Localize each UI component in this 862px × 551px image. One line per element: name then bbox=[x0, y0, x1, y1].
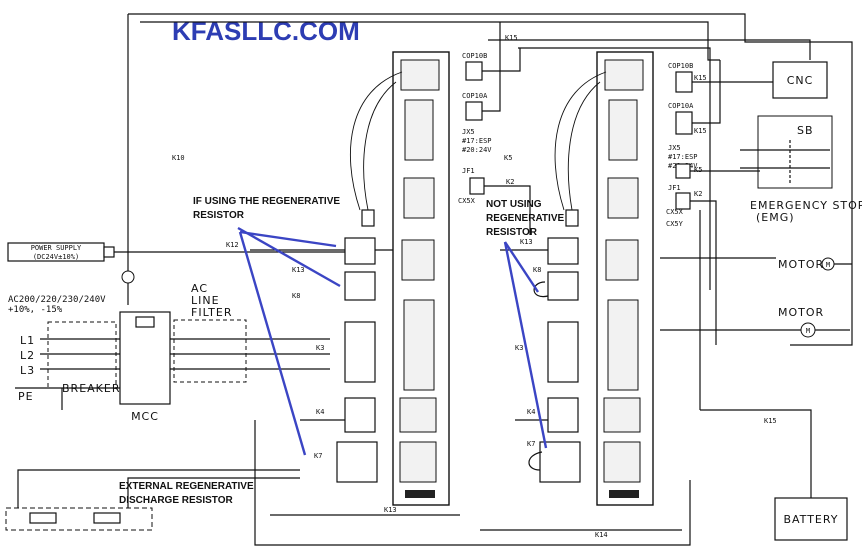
ac-input: AC200/220/230/240V +10%, -15% L1 L2 L3 P… bbox=[8, 270, 330, 410]
left-jx5: JX5 bbox=[462, 128, 475, 136]
cable-k8-right: K8 bbox=[533, 266, 541, 274]
cable-k15-battery: K15 bbox=[764, 417, 777, 425]
phase-label-l1: L1 bbox=[20, 334, 35, 347]
connectors-left: COP10B COP10A JX5 #17:ESP #20:24V JF1 CX… bbox=[458, 22, 531, 235]
frame-wires bbox=[127, 13, 853, 346]
power-supply-label: POWER SUPPLY bbox=[31, 244, 82, 252]
cable-k14: K14 bbox=[595, 531, 608, 539]
cable-k2-a: K2 bbox=[506, 178, 514, 186]
mcc: MCC bbox=[119, 311, 171, 423]
cable-k3-right: K3 bbox=[515, 344, 523, 352]
right-cx5y: CX5Y bbox=[666, 220, 684, 228]
right-plugs bbox=[528, 71, 607, 483]
right-esp: #17:ESP bbox=[668, 153, 698, 161]
cable-k8-left: K8 bbox=[292, 292, 300, 300]
battery-label: BATTERY bbox=[783, 513, 838, 526]
sb-label: SB bbox=[797, 124, 814, 137]
left-cop10b: COP10B bbox=[462, 52, 487, 60]
cable-k4-left: K4 bbox=[316, 408, 324, 416]
regen-not-line3: RESISTOR bbox=[486, 227, 538, 238]
external-resistor bbox=[5, 469, 300, 531]
left-jf1: JF1 bbox=[462, 167, 475, 175]
power-supply-voltage: (DC24V±10%) bbox=[33, 253, 79, 261]
right-cop10b: COP10B bbox=[668, 62, 693, 70]
amplifier-right bbox=[596, 51, 654, 506]
filter-label-line: LINE bbox=[191, 294, 220, 307]
motor-1: MOTOR M bbox=[660, 257, 852, 271]
annotation-arrows bbox=[237, 226, 548, 456]
cable-k10: K10 bbox=[172, 154, 185, 162]
cable-k7-left: K7 bbox=[314, 452, 322, 460]
cable-k2-b: K2 bbox=[694, 190, 702, 198]
mcc-label: MCC bbox=[131, 410, 159, 423]
emergency-stop-code: (EMG) bbox=[756, 211, 795, 224]
cable-k15-b: K15 bbox=[694, 74, 707, 82]
brand-text: KFASLLC.COM bbox=[172, 16, 360, 46]
left-cop10a: COP10A bbox=[462, 92, 488, 100]
regen-not-line1: NOT USING bbox=[486, 199, 542, 210]
regen-if-line2: RESISTOR bbox=[193, 210, 245, 221]
cable-k13-bottom: K13 bbox=[384, 506, 397, 514]
cable-k5-a: K5 bbox=[504, 154, 512, 162]
motor-2-label: MOTOR bbox=[778, 306, 824, 319]
right-jx5: JX5 bbox=[668, 144, 681, 152]
bottom-cables bbox=[254, 249, 691, 546]
left-esp: #17:ESP bbox=[462, 137, 492, 145]
motor-2: MOTOR M bbox=[660, 306, 850, 338]
right-cop10a: COP10A bbox=[668, 102, 694, 110]
cnc: CNC bbox=[772, 61, 828, 99]
connectors-right: COP10B COP10A JX5 #17:ESP #20:24V JF1 CX… bbox=[666, 60, 775, 345]
emergency-stop: SB EMERGENCY STOP (EMG) bbox=[740, 115, 862, 224]
annotations: IF USING THE REGENERATIVE RESISTOR NOT U… bbox=[119, 196, 564, 506]
external-resistor-line1: EXTERNAL REGENERATIVE bbox=[119, 481, 254, 492]
external-resistor-line2: DISCHARGE RESISTOR bbox=[119, 495, 233, 506]
ac-line-filter: AC LINE FILTER bbox=[173, 282, 247, 383]
amplifier-left bbox=[392, 51, 450, 506]
emergency-stop-label: EMERGENCY STOP bbox=[750, 199, 862, 212]
cable-k13-right: K13 bbox=[520, 238, 533, 246]
cable-labels: K15 K15 K15 K5 K5 K2 K2 K10 K12 K13 K8 K… bbox=[172, 34, 777, 539]
cable-k15-a: K15 bbox=[505, 34, 518, 42]
left-plugs bbox=[336, 71, 403, 483]
ac-voltage-label: AC200/220/230/240V bbox=[8, 295, 106, 305]
ac-tolerance-label: +10%, -15% bbox=[8, 305, 63, 315]
left-cx5x: CX5X bbox=[458, 197, 476, 205]
motor-1-symbol: M bbox=[826, 261, 830, 269]
phase-label-l2: L2 bbox=[20, 349, 35, 362]
cable-k7-right: K7 bbox=[527, 440, 535, 448]
motor-2-symbol: M bbox=[806, 327, 810, 335]
right-cx5x: CX5X bbox=[666, 208, 684, 216]
pe-label: PE bbox=[18, 390, 34, 403]
cable-k13-left: K13 bbox=[292, 266, 305, 274]
cable-k3-left: K3 bbox=[316, 344, 324, 352]
filter-label-ac: AC bbox=[191, 282, 208, 295]
power-supply: POWER SUPPLY (DC24V±10%) bbox=[7, 242, 345, 262]
cable-k15-c: K15 bbox=[694, 127, 707, 135]
cnc-label: CNC bbox=[787, 74, 814, 87]
cable-k12: K12 bbox=[226, 241, 239, 249]
filter-label-filter: FILTER bbox=[191, 306, 233, 319]
motor-1-label: MOTOR bbox=[778, 258, 824, 271]
cable-k5-b: K5 bbox=[694, 166, 702, 174]
battery: BATTERY bbox=[699, 210, 848, 541]
right-jf1: JF1 bbox=[668, 184, 681, 192]
phase-label-l3: L3 bbox=[20, 364, 35, 377]
regen-if-line1: IF USING THE REGENERATIVE bbox=[193, 196, 340, 207]
regen-not-line2: REGENERATIVE bbox=[486, 213, 564, 224]
left-24v: #20:24V bbox=[462, 146, 492, 154]
cable-k4-right: K4 bbox=[527, 408, 535, 416]
